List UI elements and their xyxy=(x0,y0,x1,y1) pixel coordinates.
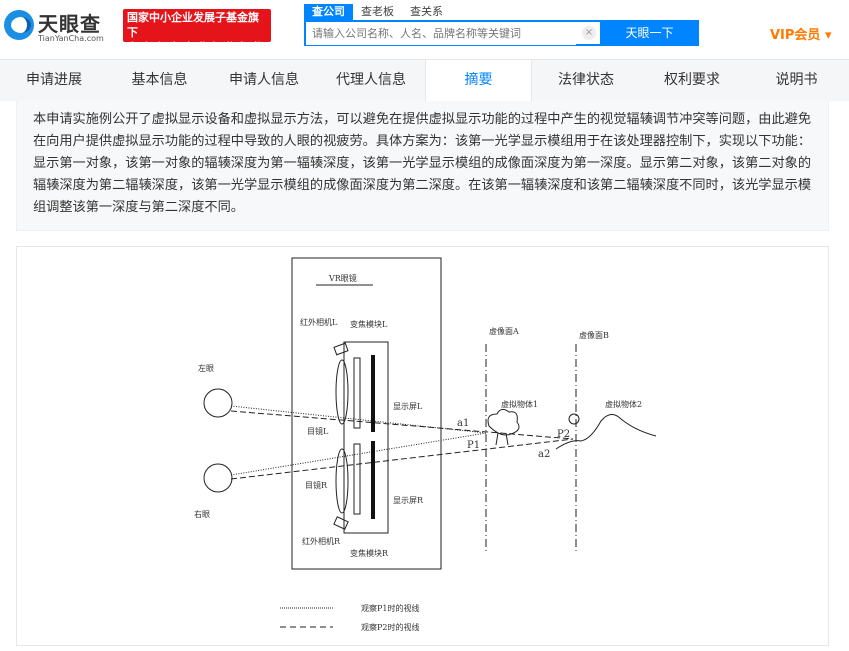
object2-mountain xyxy=(555,414,657,450)
label-ir-camera-r: 红外相机R xyxy=(302,536,341,546)
tab-boss[interactable]: 查老板 xyxy=(361,5,394,18)
label-p2: P2 xyxy=(557,429,570,440)
figure-drawing: VR眼镜 红外相机L 变焦模块L 显示屏L 目镜L 目镜R 显示屏R 红外相机R… xyxy=(194,257,657,632)
label-a1: a1 xyxy=(457,418,469,429)
zoom-module-r xyxy=(353,443,361,515)
logo-subtext: TianYanCha.com xyxy=(38,34,104,43)
label-a2: a2 xyxy=(538,449,550,460)
label-display-r: 显示屏R xyxy=(393,496,424,505)
label-p1: P1 xyxy=(467,440,480,451)
display-l xyxy=(371,355,375,432)
label-zoom-module-l: 变焦模块L xyxy=(350,319,388,329)
logo-text: 天眼查 xyxy=(38,12,101,36)
tab-progress[interactable]: 申请进展 xyxy=(26,72,82,88)
header: 天眼查 TianYanCha.com 国家中小企业发展子基金旗下 官方备案企业征… xyxy=(0,0,849,58)
legend-p2: 观察P2时的视线 xyxy=(361,622,419,632)
logo-icon xyxy=(4,10,34,40)
clear-icon[interactable]: × xyxy=(582,26,596,40)
ir-camera-l xyxy=(333,342,349,356)
tab-applicant[interactable]: 申请人信息 xyxy=(229,72,299,88)
banner-line1: 国家中小企业发展子基金旗下 xyxy=(127,11,259,39)
logo[interactable]: 天眼查 TianYanCha.com xyxy=(4,8,114,44)
tab-nav: 申请进展 基本信息 申请人信息 代理人信息 摘要 法律状态 权利要求 说明书 xyxy=(0,59,849,101)
vr-glasses-box xyxy=(291,257,442,570)
display-r xyxy=(371,441,375,519)
label-eyepiece-r: 目镜R xyxy=(305,480,328,490)
tab-claims[interactable]: 权利要求 xyxy=(664,72,720,88)
banner[interactable]: 国家中小企业发展子基金旗下 官方备案企业征信机构 xyxy=(123,9,271,54)
label-right-eye: 右眼 xyxy=(194,509,210,519)
eyepiece-r xyxy=(335,448,349,514)
object1-tree xyxy=(487,408,520,446)
label-object1: 虚拟物体1 xyxy=(501,399,538,409)
tab-relation[interactable]: 查关系 xyxy=(410,5,443,18)
label-zoom-module-r: 变焦模块R xyxy=(350,548,389,558)
label-vr-glasses: VR眼镜 xyxy=(328,273,357,283)
tab-abstract[interactable]: 摘要 xyxy=(425,60,532,101)
eyepiece-l xyxy=(335,359,349,425)
search-button[interactable]: 天眼一下 xyxy=(600,20,699,46)
right-eye xyxy=(203,463,233,493)
tab-basic-info[interactable]: 基本信息 xyxy=(131,72,188,88)
sun xyxy=(568,413,580,425)
label-eyepiece-l: 目镜L xyxy=(307,426,329,436)
ir-camera-r xyxy=(333,516,349,530)
label-left-eye: 左眼 xyxy=(198,363,214,373)
tab-legal-status[interactable]: 法律状态 xyxy=(558,72,614,88)
zoom-module-l xyxy=(353,357,361,429)
sight-right-p2 xyxy=(230,438,574,480)
tab-company[interactable]: 查公司 xyxy=(304,4,353,20)
vip-menu[interactable]: VIP会员 ▾ xyxy=(770,28,832,43)
left-eye xyxy=(203,388,233,418)
search-box: × xyxy=(304,20,600,46)
search-tabs: 查公司 查老板 查关系 xyxy=(304,4,451,20)
search-input[interactable] xyxy=(306,22,576,45)
label-display-l: 显示屏L xyxy=(393,402,423,411)
legend-p1: 观察P1时的视线 xyxy=(361,603,419,613)
sight-left-p2 xyxy=(230,410,574,440)
label-ir-camera-l: 红外相机L xyxy=(300,317,338,327)
tab-agent[interactable]: 代理人信息 xyxy=(336,72,406,88)
tab-description[interactable]: 说明书 xyxy=(775,72,818,88)
patent-figure: VR眼镜 红外相机L 变焦模块L 显示屏L 目镜L 目镜R 显示屏R 红外相机R… xyxy=(16,246,829,646)
sight-right-p1 xyxy=(230,432,487,476)
abstract-text: 本申请实施例公开了虚拟显示设备和虚拟显示方法，可以避免在提供虚拟显示功能的过程中… xyxy=(16,101,829,231)
housing xyxy=(343,341,389,534)
sight-left-p1 xyxy=(230,405,487,434)
banner-line2: 官方备案企业征信机构 xyxy=(127,41,267,54)
label-plane-b: 虚像面B xyxy=(579,330,609,340)
label-object2: 虚拟物体2 xyxy=(605,399,642,409)
label-plane-a: 虚像面A xyxy=(489,326,519,336)
